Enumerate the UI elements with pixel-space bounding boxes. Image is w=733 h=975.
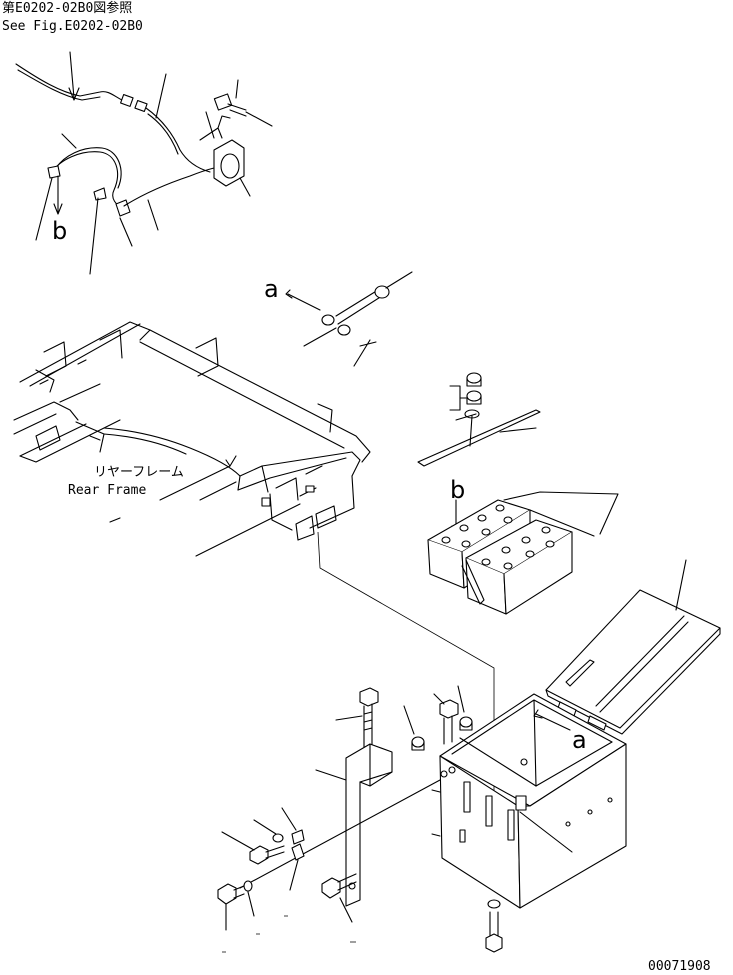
washer-icon: [272, 833, 284, 843]
reference-letter-a-box: a: [572, 726, 587, 754]
nut-icon: [466, 390, 482, 402]
battery-box: a: [431, 693, 627, 909]
reference-letter-a: a: [264, 275, 279, 303]
rear-frame: リヤーフレーム Rear Frame: [13, 321, 371, 557]
mounting-bracket: [345, 743, 393, 907]
cable-eye-terminal-icon: [337, 324, 351, 336]
figure-reference-jp: 第E0202-02B0図参照: [2, 0, 132, 16]
bolt-icon: [359, 687, 379, 751]
box-slot-icon: [459, 829, 466, 843]
washer-icon: [487, 899, 501, 909]
bolt-icon: [213, 93, 247, 117]
battery-pair: b: [427, 476, 619, 615]
fasteners: [217, 685, 503, 953]
figure-reference-en: See Fig.E0202-02B0: [2, 19, 143, 34]
cable-terminal-icon: [115, 199, 131, 217]
nut-icon: [466, 372, 482, 384]
rear-frame-label-en: Rear Frame: [68, 483, 146, 498]
box-slot-icon: [485, 795, 493, 827]
relay-bracket-icon: [199, 115, 245, 187]
cable-terminal-icon: [93, 187, 107, 201]
lock-washer-icon: [291, 829, 305, 845]
reference-letter-b-battery: b: [450, 476, 465, 504]
battery-holddown: [417, 372, 541, 467]
cable-eye-terminal-icon: [374, 285, 390, 299]
clip-icon: [291, 843, 305, 861]
bolt-icon: [485, 911, 503, 953]
harness-connector-icon: [134, 99, 148, 113]
wiring-harness-assembly: b: [15, 51, 273, 275]
cable-eye-terminal-icon: [321, 314, 335, 326]
box-slot-icon: [463, 781, 471, 813]
cable-terminal-icon: [47, 165, 61, 179]
harness-connector-icon: [120, 93, 134, 107]
box-latch-icon: [515, 795, 527, 811]
rear-frame-label-jp: リヤーフレーム: [94, 465, 184, 480]
washer-icon: [243, 880, 253, 892]
bolt-icon: [439, 699, 459, 745]
drawing-number: 00071908: [648, 959, 711, 974]
bolt-icon: [321, 873, 357, 899]
reference-letter-b: b: [52, 217, 67, 245]
battery-holddown-bar: [417, 409, 541, 467]
battery-icon: [465, 519, 573, 615]
nut-icon: [459, 716, 473, 731]
lid-hinge-icon: [587, 715, 607, 731]
lid-handle-icon: [565, 659, 595, 687]
box-slot-icon: [507, 809, 515, 841]
bolt-icon: [217, 883, 245, 905]
battery-box-lid: [545, 559, 721, 735]
bolt-icon: [249, 845, 285, 865]
nut-icon: [411, 736, 425, 751]
battery-link-cable: a: [264, 271, 413, 367]
